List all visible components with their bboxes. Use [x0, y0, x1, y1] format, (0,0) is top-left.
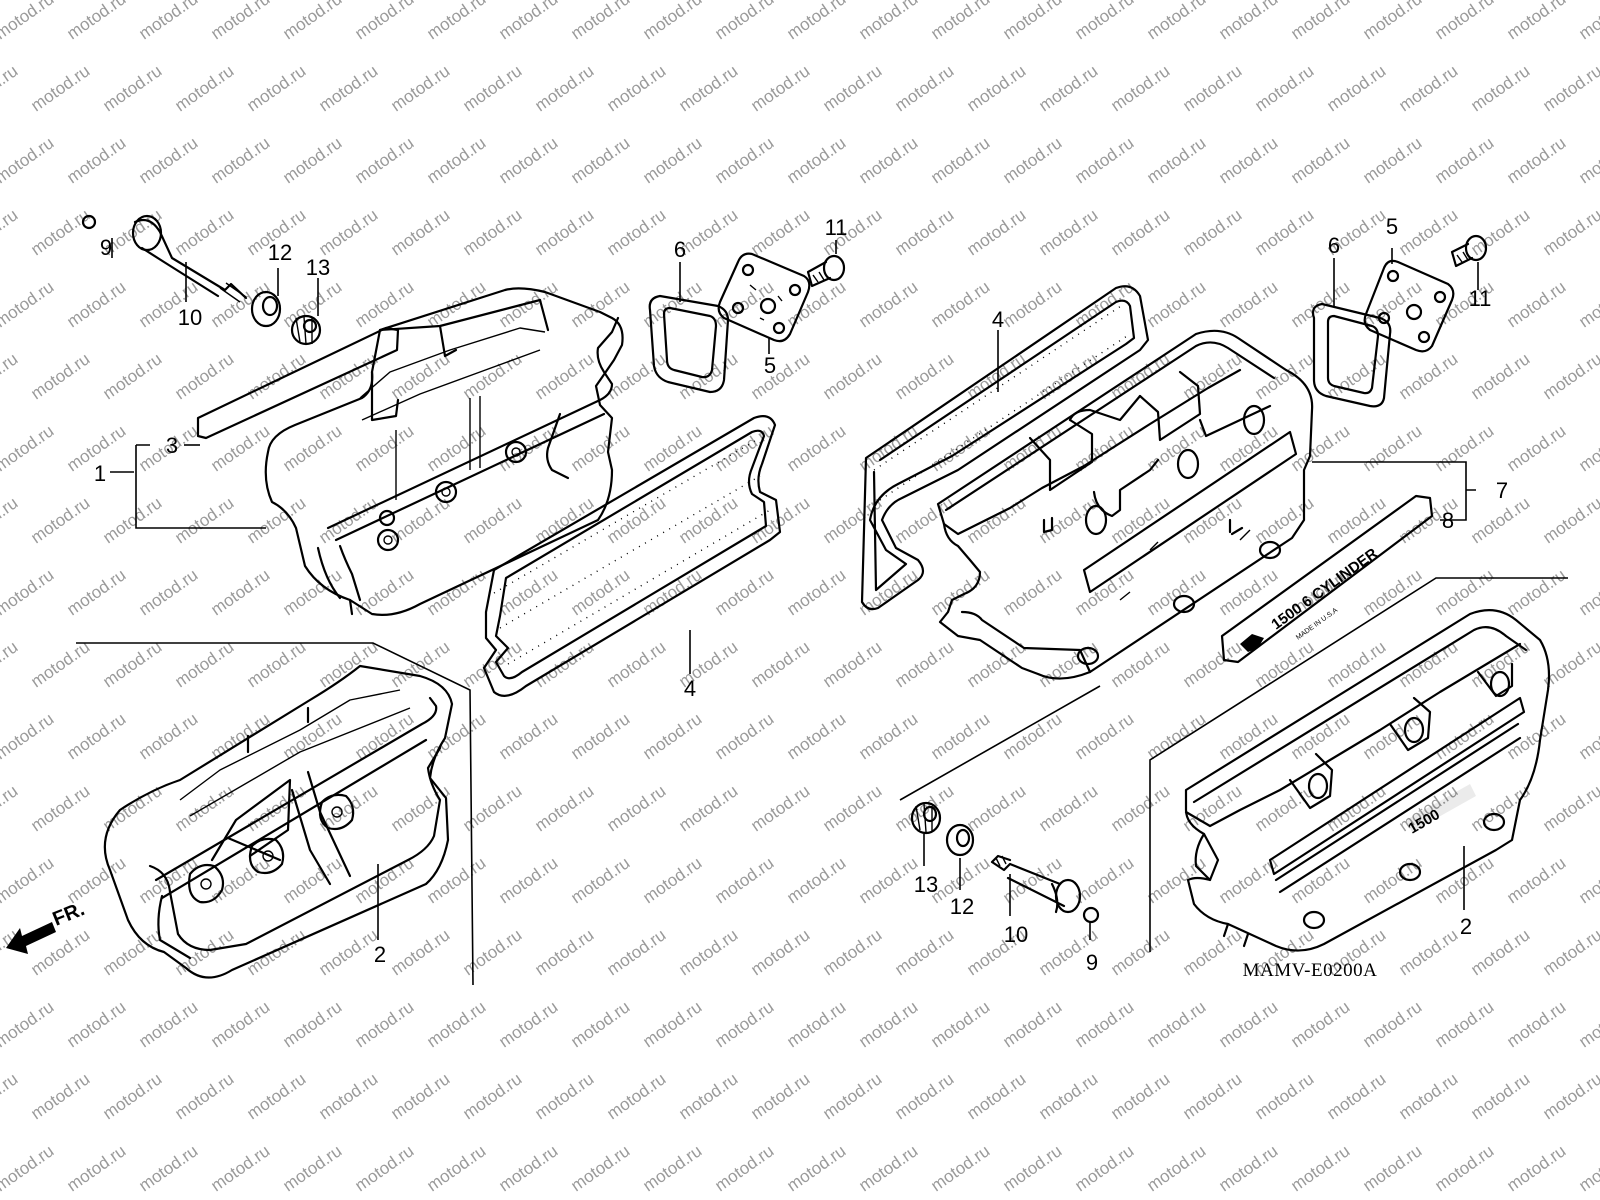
- left-frame-box: [76, 642, 474, 986]
- right-gasket-6: [1311, 302, 1392, 408]
- callout-right-5: 5: [1386, 214, 1398, 239]
- left-valve-cover-2: [103, 664, 454, 979]
- callout-left-3: 3: [166, 433, 178, 458]
- callout-left-11: 11: [825, 215, 848, 240]
- left-grommet-13: [290, 314, 322, 346]
- right-gasket-4: [860, 285, 1150, 611]
- callout-left-6: 6: [674, 237, 686, 262]
- right-bolt-10: [990, 854, 1082, 914]
- callout-left-1: 1: [94, 461, 106, 486]
- callout-right-2: 2: [1460, 914, 1472, 939]
- callout-right-6: 6: [1328, 233, 1340, 258]
- left-plate-5: [717, 252, 811, 343]
- left-bolt-11: [806, 254, 846, 288]
- right-plate-5: [1363, 259, 1455, 353]
- left-gasket-4: [482, 415, 782, 697]
- callout-right-12: 12: [950, 894, 974, 919]
- callout-right-13: 13: [914, 872, 938, 897]
- right-frame-box: [1149, 577, 1568, 952]
- callout-right-4: 4: [992, 307, 1004, 332]
- callout-left-2: 2: [374, 942, 386, 967]
- right-valve-cover-7: [936, 329, 1314, 680]
- callout-right-10: 10: [1004, 922, 1028, 947]
- right-washer-12: [945, 823, 975, 857]
- callout-right-7: 7: [1496, 478, 1508, 503]
- right-grommet-13: [910, 801, 942, 835]
- callout-right-9: 9: [1086, 950, 1098, 975]
- right-bolt-11: [1450, 234, 1488, 268]
- callout-right-8: 8: [1442, 508, 1454, 533]
- callout-right-11: 11: [1469, 286, 1492, 311]
- callout-left-13: 13: [306, 255, 330, 280]
- callout-left-9: 9: [100, 235, 112, 260]
- left-gasket-6: [648, 294, 730, 394]
- right-cap-nut-9: [1082, 906, 1100, 924]
- leader-lines: [110, 238, 1479, 940]
- callout-left-5: 5: [764, 353, 776, 378]
- left-cap-nut-9: [81, 214, 97, 230]
- callout-left-10: 10: [178, 305, 202, 330]
- left-bolt-10: [131, 214, 248, 303]
- left-valve-cover-1: [264, 287, 624, 616]
- callout-left-12: 12: [268, 240, 292, 265]
- left-small-parts: [81, 214, 846, 440]
- diagram-code: MAMV-E0200A: [1243, 960, 1378, 981]
- left-washer-12: [250, 290, 282, 328]
- callout-numbers: 9 10 12 13 3 1 6 5 11 4 2 4 6 5 11 7 8 1…: [94, 214, 1508, 975]
- callout-left-4: 4: [684, 676, 696, 701]
